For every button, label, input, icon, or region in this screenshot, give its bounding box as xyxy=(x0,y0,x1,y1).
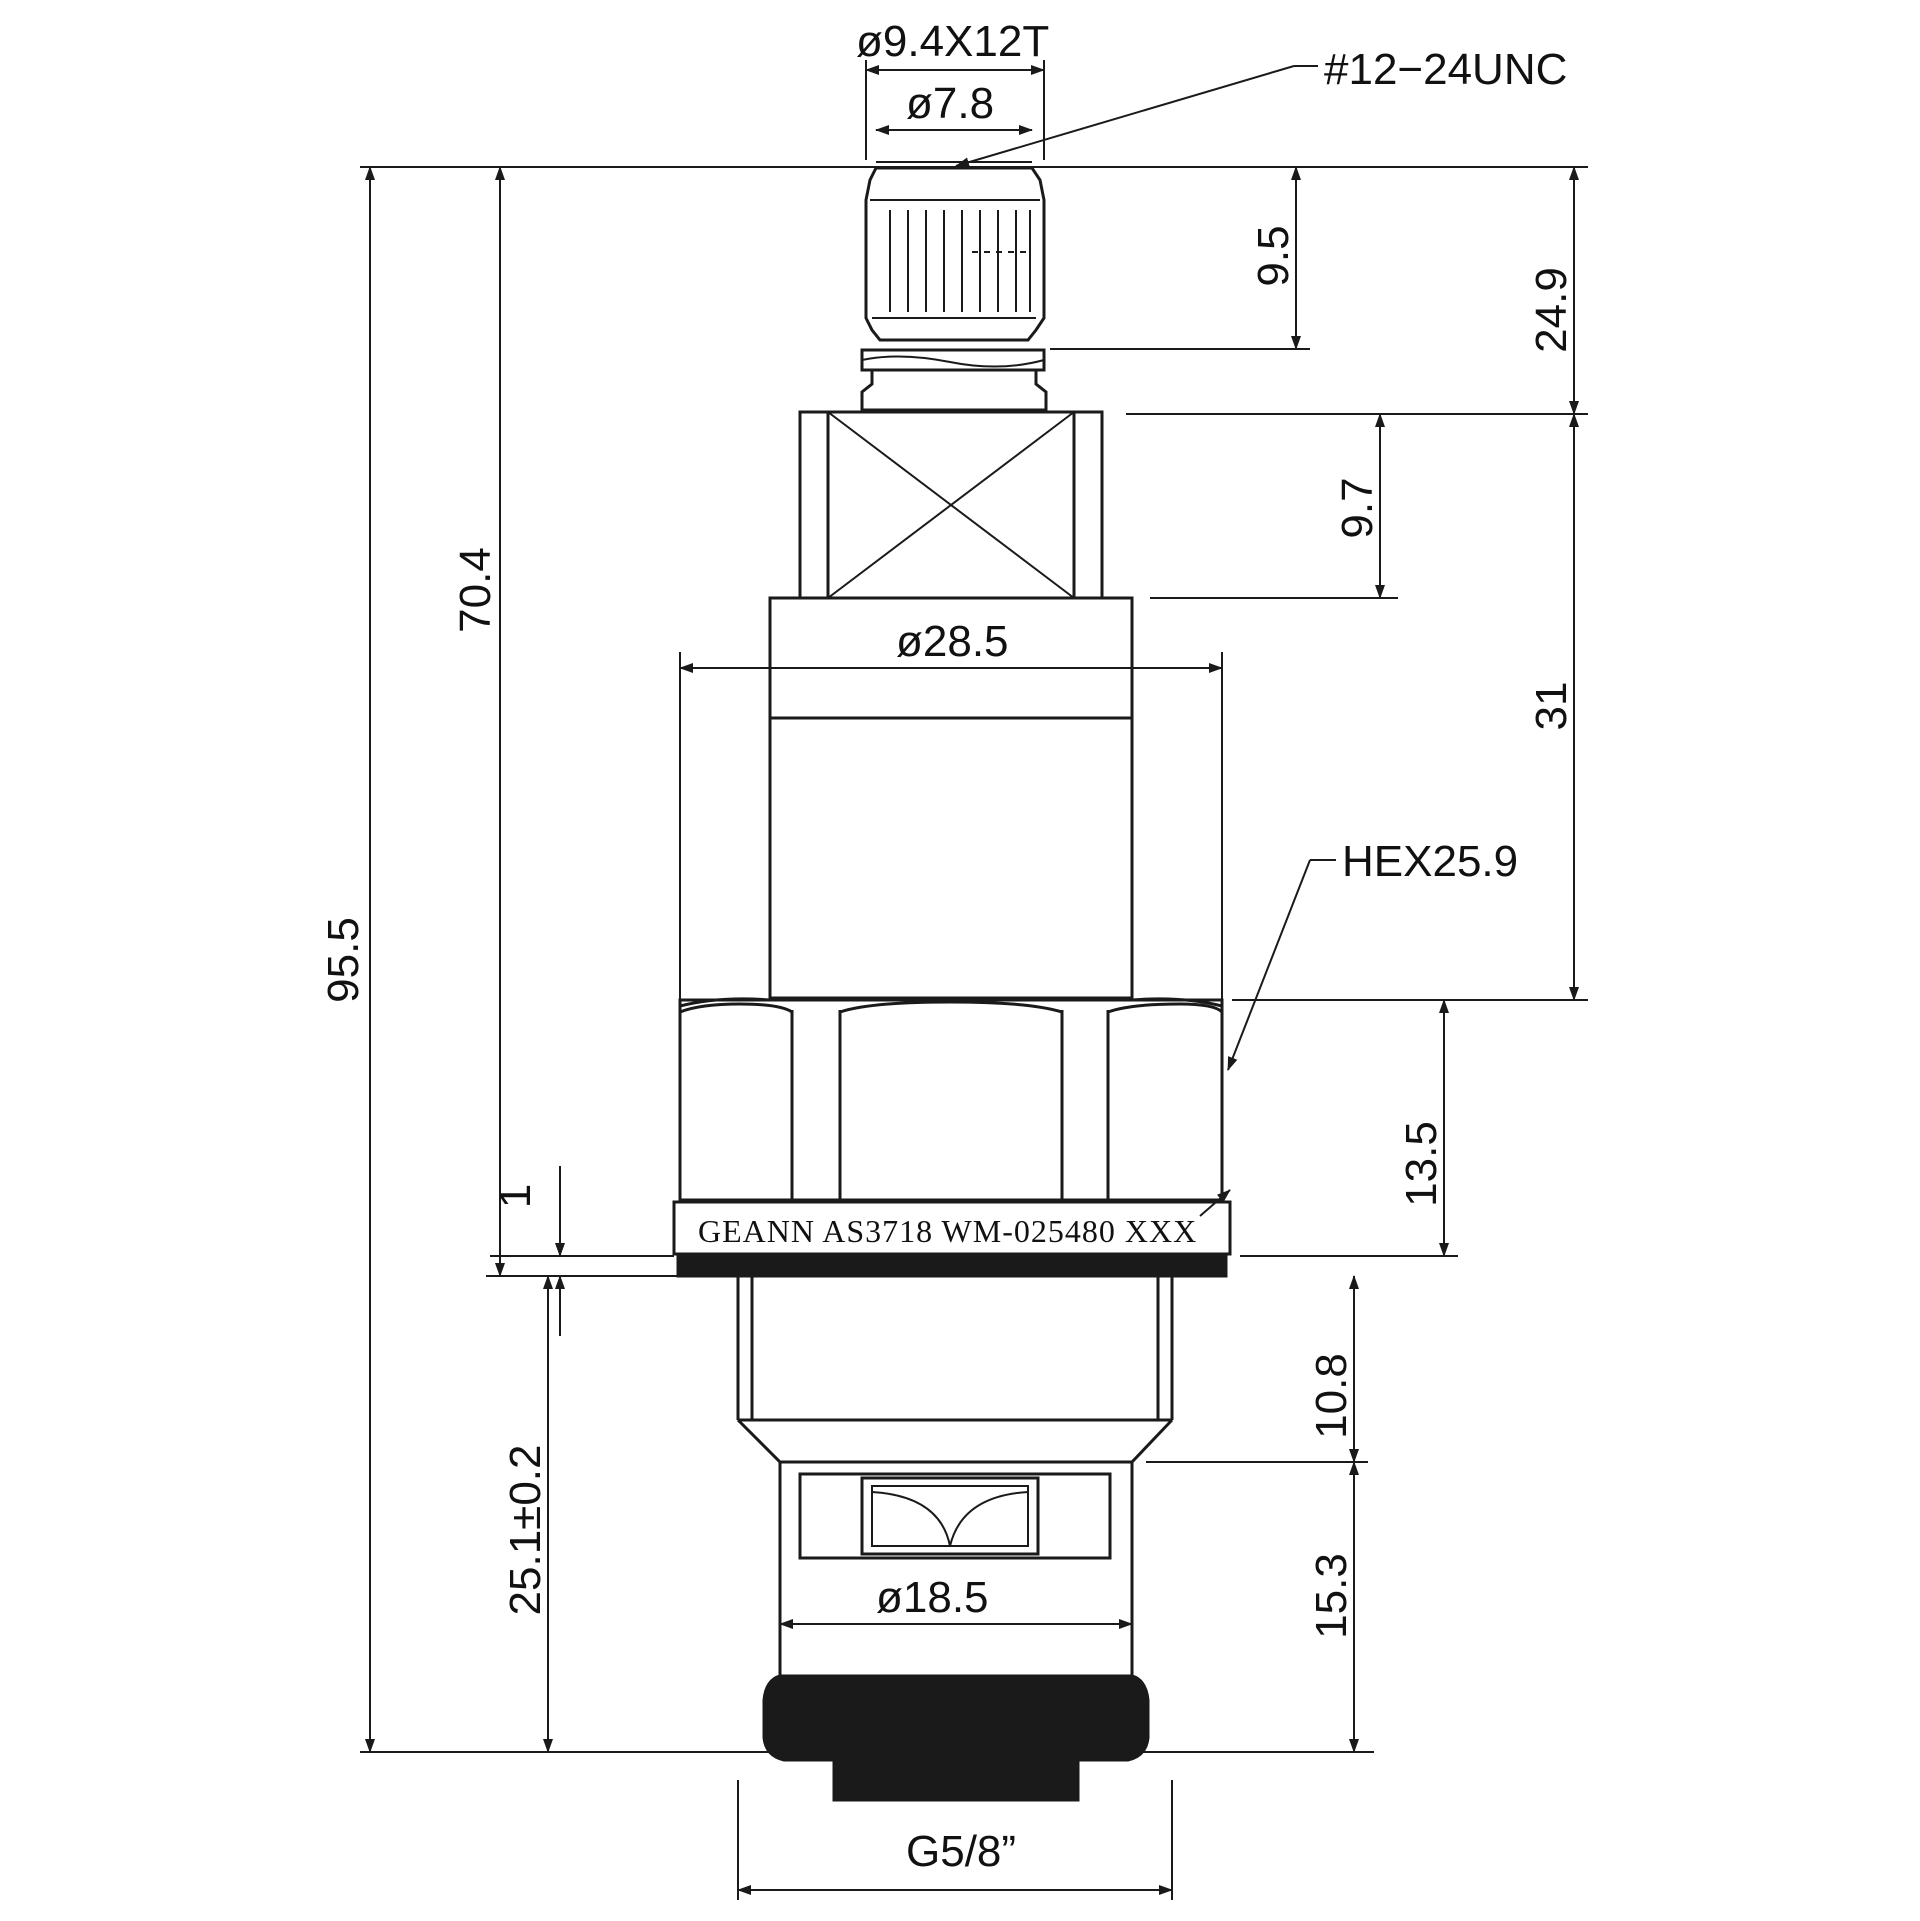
hex-leader xyxy=(1227,859,1311,1071)
hex-label: HEX25.9 xyxy=(1342,837,1518,886)
base-washer xyxy=(762,1674,1150,1802)
upper-length-label: 70.4 xyxy=(451,547,500,633)
lower-length-label: 25.1±0.2 xyxy=(501,1445,550,1616)
spline-length-label: 9.5 xyxy=(1249,225,1298,286)
washer-label: 1 xyxy=(491,1184,540,1208)
seat-length-label: 15.3 xyxy=(1307,1553,1356,1639)
spline-label: ø9.4X12T xyxy=(856,17,1049,66)
marking-leader xyxy=(1199,1189,1231,1217)
seat-window xyxy=(778,1462,1134,1676)
upper-body xyxy=(768,596,1134,1000)
dimension-lines xyxy=(365,65,1579,1895)
thread-length-label: 10.8 xyxy=(1307,1353,1356,1439)
square-head xyxy=(798,410,1104,600)
extension-lines xyxy=(360,60,1588,1900)
cartridge-outline: GEANN AS3718 WM-025480 XXX xyxy=(672,161,1232,1802)
dimension-labels: ø9.4X12T ø7.8 #12−24UNC ø28.5 HEX25.9 ø1… xyxy=(319,17,1576,1876)
stem-length-label: 24.9 xyxy=(1527,267,1576,353)
leader-lines xyxy=(955,65,1336,1217)
base-thread-label: G5/8” xyxy=(906,1827,1016,1876)
stem-collar xyxy=(860,348,1048,412)
splined-stem xyxy=(864,161,1046,342)
hex-length-label: 13.5 xyxy=(1397,1121,1446,1207)
stem-diameter-label: ø7.8 xyxy=(906,79,994,128)
spline-teeth xyxy=(889,210,1031,312)
hex-nut xyxy=(678,997,1224,1202)
thread-label: #12−24UNC xyxy=(1324,45,1567,94)
square-length-label: 9.7 xyxy=(1333,477,1382,538)
thread-leader xyxy=(955,65,1295,168)
threaded-shank xyxy=(736,1276,1174,1464)
body-diameter-label: ø28.5 xyxy=(896,617,1009,666)
body-length-label: 31 xyxy=(1527,682,1576,731)
marking-text: GEANN AS3718 WM-025480 XXX xyxy=(698,1213,1197,1249)
seat-diameter-label: ø18.5 xyxy=(876,1573,989,1622)
total-length-label: 95.5 xyxy=(319,917,368,1003)
marking-flange: GEANN AS3718 WM-025480 XXX xyxy=(672,1200,1232,1278)
